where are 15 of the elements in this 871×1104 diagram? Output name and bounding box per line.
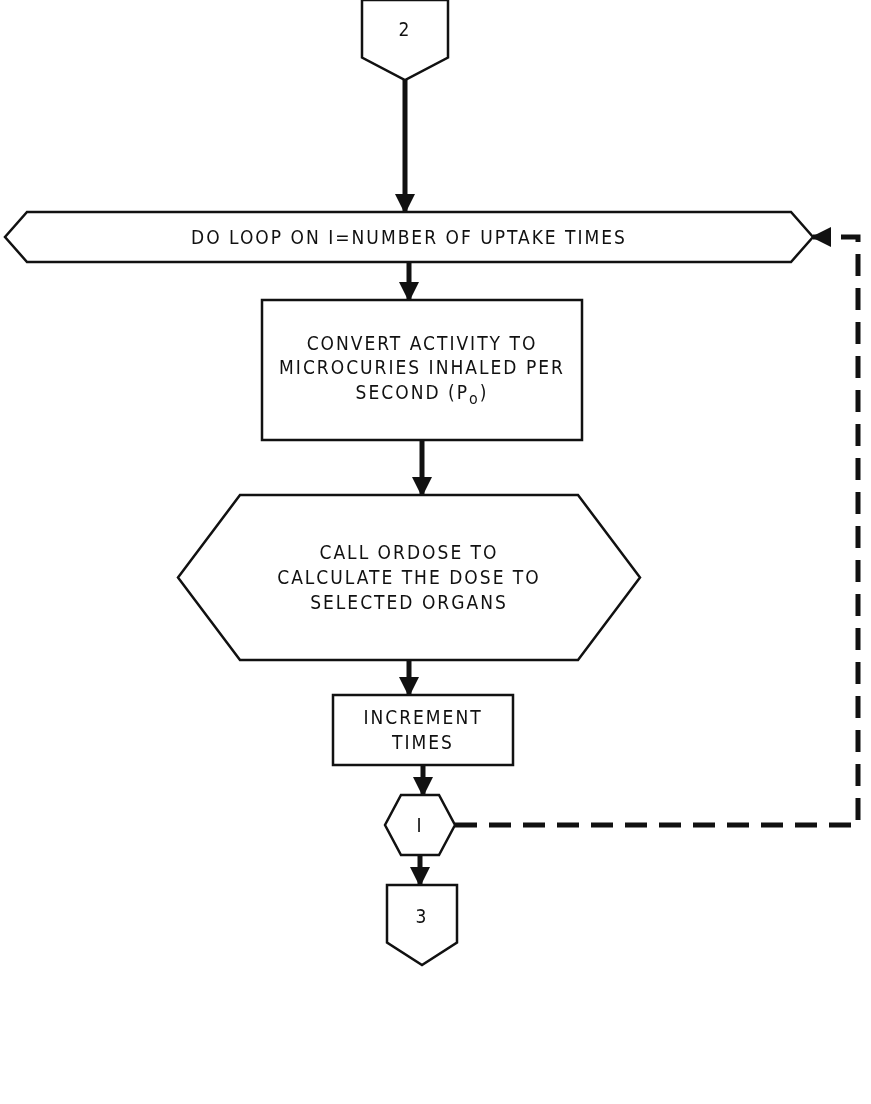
loop-hexagon — [178, 495, 640, 660]
dashed-loop-arrow — [455, 227, 861, 828]
node-label: 2 — [398, 16, 412, 42]
node-label: INCREMENT TIMES — [362, 705, 484, 755]
node-label: CONVERT ACTIVITY TO MICROCURIES INHALED PER SECOND (P$_{o}$) — [278, 330, 566, 410]
node-label: DO LOOP ON I=NUMBER OF UPTAKE TIMES — [191, 224, 627, 250]
node-label: CALL ORDOSE TO CALCULATE THE DOSE TO SELECTED ORGANS — [276, 540, 542, 615]
process-box — [262, 300, 582, 440]
off-page-connector — [387, 885, 457, 965]
loop-hexagon — [385, 795, 455, 855]
loop-hexagon — [5, 212, 813, 262]
process-box — [333, 695, 513, 765]
node-label: I — [416, 812, 424, 838]
node-label: 3 — [415, 903, 429, 929]
off-page-connector — [362, 0, 448, 80]
